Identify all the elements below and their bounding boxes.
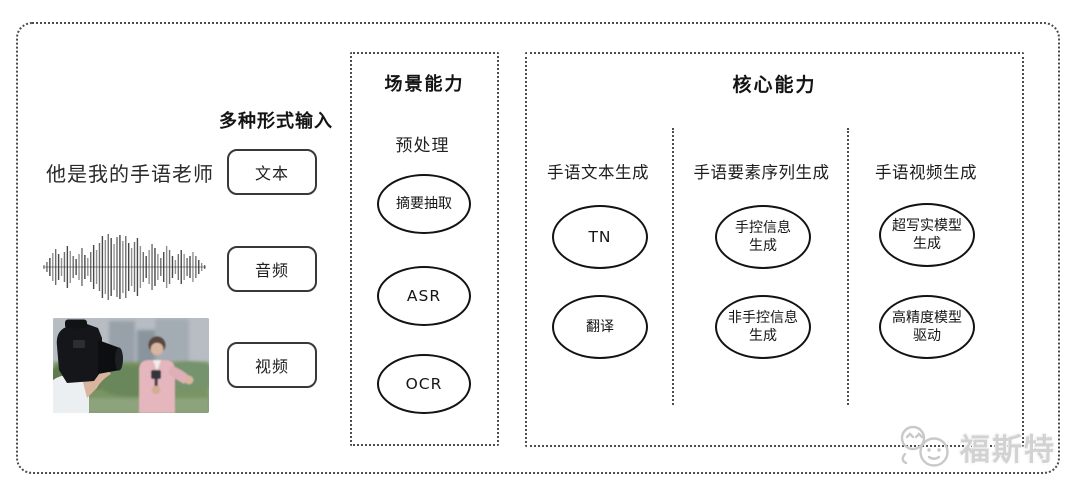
preprocessing-label: 预处理 (395, 136, 450, 156)
audio-waveform-icon (43, 234, 206, 300)
column-divider (847, 128, 849, 405)
modality-box-audio: 音频 (227, 246, 317, 292)
node-asr: ASR (377, 266, 471, 326)
node-non-manual-info-generation: 非手控信息 生成 (715, 295, 811, 359)
column-header-video-generation: 手语视频生成 (875, 163, 977, 182)
scene-capability-box: 场景能力 (350, 52, 499, 446)
column-header-text-generation: 手语文本生成 (547, 163, 649, 182)
modality-box-video: 视频 (227, 342, 317, 388)
input-section-title: 多种形式输入 (219, 111, 333, 132)
reporter-photo-illustration (53, 318, 209, 413)
column-header-element-sequence-generation: 手语要素序列生成 (693, 163, 830, 182)
sample-text: 他是我的手语老师 (46, 162, 214, 186)
modality-label: 视频 (254, 357, 289, 376)
node-translation: 翻译 (552, 295, 648, 359)
node-tn: TN (552, 205, 648, 269)
core-box-title: 核心能力 (732, 74, 817, 96)
node-manual-info-generation: 手控信息 生成 (715, 205, 811, 269)
core-capability-box: 核心能力 (525, 52, 1024, 447)
video-thumbnail (53, 318, 209, 413)
modality-box-text: 文本 (227, 149, 317, 195)
node-summary-extraction: 摘要抽取 (377, 174, 471, 234)
modality-label: 文本 (254, 164, 289, 183)
modality-label: 音频 (254, 261, 289, 280)
node-ocr: OCR (377, 354, 471, 414)
node-hyperrealistic-model-generation: 超写实模型 生成 (879, 203, 975, 267)
outer-container-border (16, 22, 1060, 474)
node-high-precision-model-driving: 高精度模型 驱动 (879, 295, 975, 359)
scene-box-title: 场景能力 (384, 74, 465, 95)
column-divider (672, 128, 674, 405)
